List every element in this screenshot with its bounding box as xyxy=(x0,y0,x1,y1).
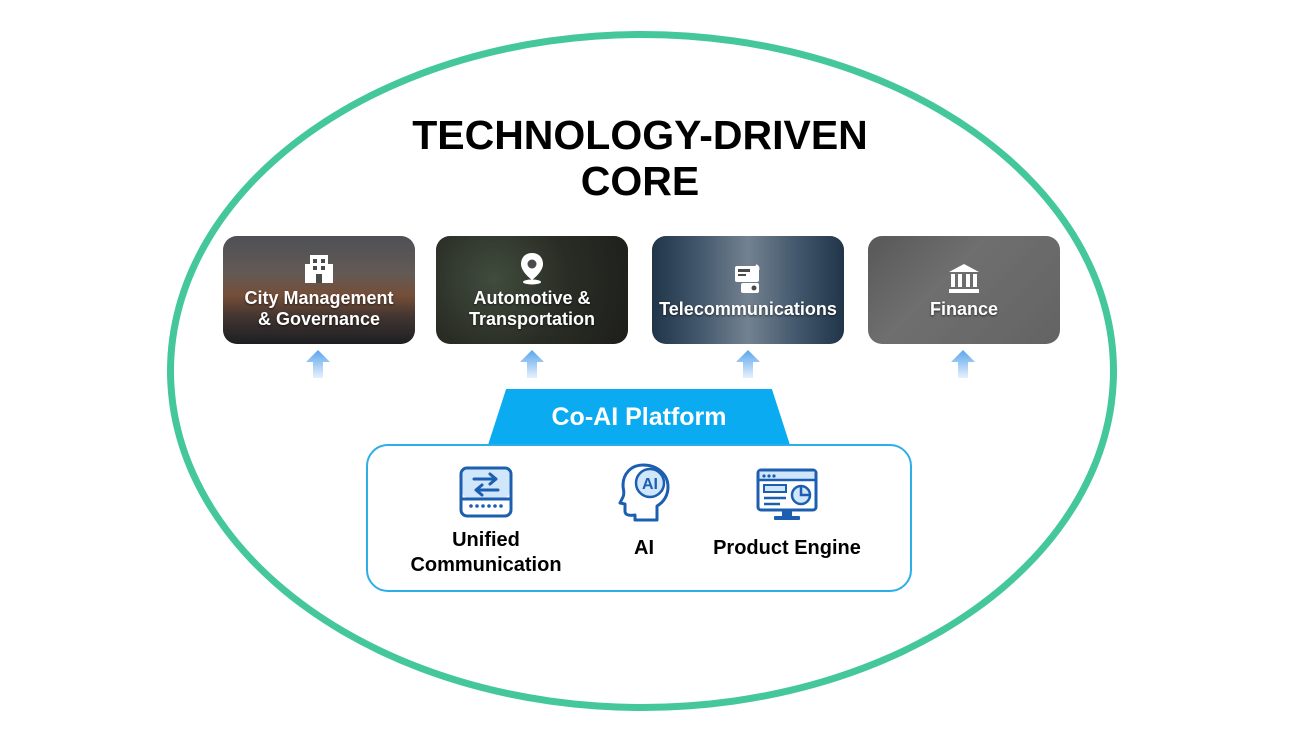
sector-label: Telecommunications xyxy=(659,298,837,319)
up-arrow-icon xyxy=(520,350,544,378)
feature-product-engine: Product Engine xyxy=(706,468,868,561)
core-ellipse xyxy=(167,31,1117,711)
svg-text:AI: AI xyxy=(642,476,658,493)
sector-label: Finance xyxy=(929,298,999,319)
building-icon xyxy=(305,255,333,283)
up-arrow-icon xyxy=(951,350,975,378)
sector-card-automotive: Automotive & Transportation xyxy=(436,236,628,344)
ai-head-icon: AI xyxy=(618,463,670,522)
up-arrow-icon xyxy=(736,350,760,378)
platform-header: Co-AI Platform xyxy=(488,389,790,445)
feature-label: AI xyxy=(634,537,654,559)
sector-card-telecommunications: Telecommunications xyxy=(652,236,844,344)
location-pin-icon xyxy=(520,253,543,285)
up-arrow-icon xyxy=(306,350,330,378)
sector-label: City Management & Governance xyxy=(244,288,394,329)
feature-label: Unified Communication xyxy=(410,529,562,576)
sector-label: Automotive & Transportation xyxy=(468,288,595,329)
feature-ai: AI AI xyxy=(594,462,694,561)
dashboard-monitor-icon xyxy=(756,468,818,520)
exchange-server-icon xyxy=(459,466,513,518)
sector-card-finance: Finance xyxy=(868,236,1060,344)
feature-unified-communication: Unified Communication xyxy=(396,466,576,578)
diagram-title: TECHNOLOGY-DRIVEN CORE xyxy=(412,112,868,204)
feature-label: Product Engine xyxy=(713,537,861,559)
telecom-device-icon xyxy=(735,263,760,293)
platform-title: Co-AI Platform xyxy=(551,402,727,431)
bank-icon xyxy=(949,263,979,293)
sector-card-city-management: City Management & Governance xyxy=(223,236,415,344)
